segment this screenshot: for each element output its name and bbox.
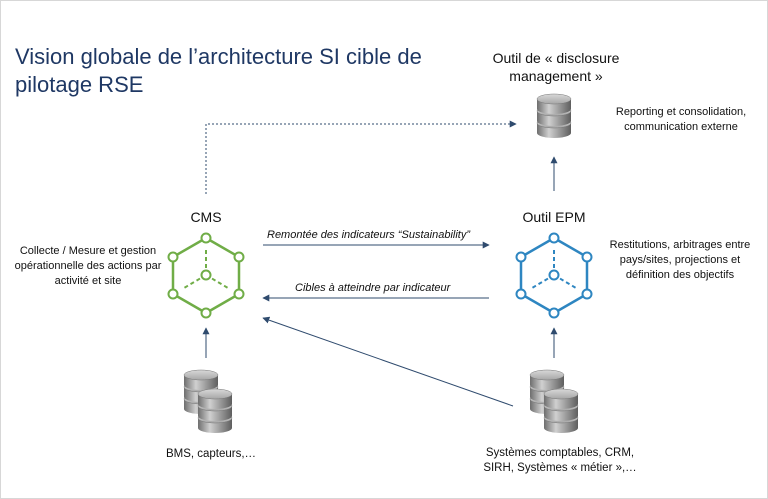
cms-description: Collecte / Mesure et gestion opérationne…: [14, 245, 162, 287]
sources-label: Systèmes comptables, CRM, SIRH, Systèmes…: [483, 447, 637, 474]
sources-database-icon-2: [543, 388, 579, 434]
sources-to-cms-arrow: [262, 316, 514, 407]
disclosure-database-icon: [536, 93, 572, 139]
cms-to-disclosure-arrow: [205, 120, 517, 194]
epm-title: Outil EPM: [522, 209, 586, 225]
flow-up-label: Remontée des indicateurs “Sustainability…: [267, 229, 470, 241]
disclosure-description: Reporting et consolidation, communicatio…: [615, 106, 747, 133]
cms-title: CMS: [190, 209, 222, 225]
flow-down-label: Cibles à atteindre par indicateur: [295, 282, 451, 294]
epm-description: Restitutions, arbitrages entre pays/site…: [609, 239, 751, 281]
page-title: Vision globale de l’architecture SI cibl…: [15, 44, 422, 97]
disclosure-title: Outil de « disclosure management »: [492, 50, 620, 84]
bms-label: BMS, capteurs,…: [165, 448, 257, 460]
epm-cube-icon: [515, 232, 593, 319]
bms-database-icon-2: [197, 388, 233, 434]
cms-cube-icon: [167, 232, 245, 319]
